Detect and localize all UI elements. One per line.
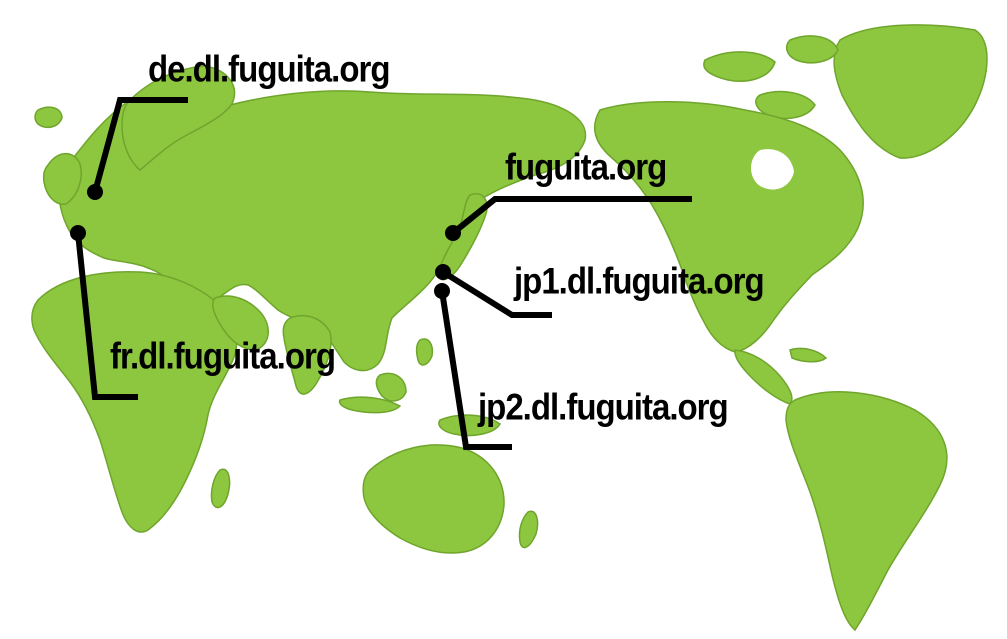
madagascar [210, 468, 231, 509]
arctic-islands-2 [785, 35, 839, 64]
jp2-location-pin [434, 283, 450, 299]
continents [31, 24, 988, 632]
caribbean [789, 347, 828, 363]
iceland [34, 106, 63, 129]
africa [31, 270, 238, 533]
mirror-markers [70, 97, 692, 450]
india [282, 314, 332, 395]
fr-location-pin [70, 225, 86, 241]
borneo [375, 372, 407, 402]
new-guinea [438, 414, 502, 437]
new-zealand [518, 510, 539, 549]
jp1-location-pin [435, 264, 451, 280]
fr-leader-line [75, 232, 138, 400]
de-location-pin [87, 184, 103, 200]
de-mirror-label: de.dl.fuguita.org [148, 47, 390, 90]
jp1-mirror-label: jp1.dl.fuguita.org [514, 259, 765, 302]
britain [42, 152, 82, 205]
south-america [785, 391, 948, 632]
fr-mirror-label: fr.dl.fuguita.org [110, 334, 336, 377]
arabia [212, 295, 269, 351]
greenland [833, 24, 988, 159]
main-leader-line [451, 196, 692, 236]
main-site-label: fuguita.org [505, 145, 667, 188]
main-location-pin [445, 225, 461, 241]
scandinavia [121, 65, 236, 171]
arctic-islands-3 [755, 90, 816, 120]
australia [362, 444, 505, 554]
philippines [415, 338, 434, 366]
de-leader-line [92, 97, 188, 193]
hudson-bay [751, 149, 794, 190]
central-america [734, 349, 793, 405]
jp1-leader-line [441, 269, 552, 318]
north-america [594, 100, 864, 353]
indonesia [338, 396, 402, 414]
jp2-leader-line [439, 290, 512, 450]
jp2-mirror-label: jp2.dl.fuguita.org [478, 385, 729, 428]
arctic-islands [703, 51, 776, 82]
